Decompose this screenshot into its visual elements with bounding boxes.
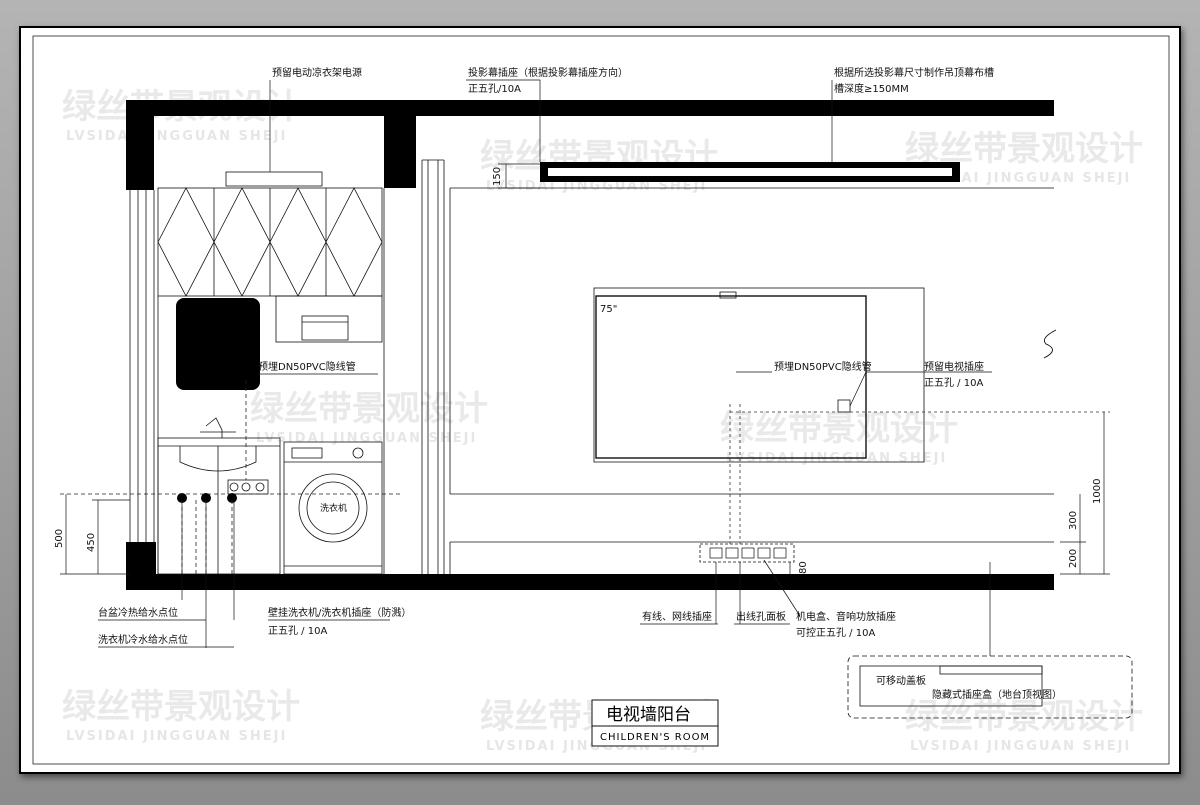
hidden-socket-box — [847, 655, 1133, 719]
av-socket-note: 机电盒、音响功放插座 — [796, 610, 896, 623]
dim-200: 200 — [1068, 549, 1079, 568]
watermark-sub: LVSIDAI JINGGUAN SHEJI — [66, 729, 287, 744]
dim-500: 500 — [54, 529, 65, 548]
tv-socket-spec: 正五孔 / 10A — [924, 377, 983, 389]
dim-1000: 1000 — [1092, 479, 1103, 504]
water-heater — [176, 298, 260, 390]
leader-lines — [98, 79, 992, 656]
water-points — [177, 493, 237, 503]
balcony-window — [129, 190, 155, 542]
inner-frame — [32, 35, 1170, 765]
curtain-slot-depth: 槽深度≥150MM — [834, 82, 909, 95]
watermark-text: 绿丝带景观设计 — [62, 687, 300, 727]
watermark-text: 绿丝带景观设计 — [250, 389, 488, 429]
washing-machine — [283, 441, 383, 575]
watermark-text: 绿丝带景观设计 — [720, 409, 958, 449]
beam — [384, 112, 416, 188]
watermarks: 绿丝带景观设计 LVSIDAI JINGGUAN SHEJI 绿丝带景观设计 L… — [62, 87, 1143, 754]
title-block: 电视墙阳台 CHILDREN'S ROOM — [591, 699, 719, 747]
basin-water-note: 台盆冷热给水点位 — [98, 606, 178, 619]
drawing-paper — [19, 26, 1181, 774]
tv-size-label: 75" — [600, 304, 617, 315]
outlet-panel-note: 出线孔面板 — [736, 610, 786, 623]
walls — [126, 100, 1054, 590]
tv-conduit — [729, 404, 1110, 544]
projector-socket-note: 投影幕插座（根据投影幕插座方向） — [468, 66, 628, 79]
washer-socket-spec: 正五孔 / 10A — [268, 625, 327, 637]
tv-socket-note: 预留电视插座 — [924, 360, 984, 373]
av-socket-spec: 可控正五孔 / 10A — [796, 626, 875, 639]
conduit-tv-note: 预埋DN50PVC隐线管 — [774, 360, 872, 373]
projector-socket-spec: 正五孔/10A — [468, 83, 521, 95]
watermark-sub: LVSIDAI JINGGUAN SHEJI — [66, 129, 287, 144]
dim-80: 80 — [798, 561, 809, 574]
conduit-left-note: 预埋DN50PVC隐线管 — [258, 360, 356, 373]
floor-slab — [126, 574, 1054, 590]
watermark-sub: LVSIDAI JINGGUAN SHEJI — [486, 179, 707, 194]
floor-sockets — [709, 547, 787, 559]
dim-450: 450 — [86, 533, 97, 552]
title-sub: CHILDREN'S ROOM — [600, 732, 710, 743]
washer-water-note: 洗衣机冷水给水点位 — [98, 633, 188, 646]
dimension-lines — [60, 163, 1110, 575]
movable-cover-note: 可移动盖板 — [876, 674, 926, 687]
hidden-box-note: 隐藏式插座盒（地台顶视图） — [932, 688, 1062, 701]
washer-socket-note: 壁挂洗衣机/洗衣机插座（防溅） — [268, 606, 411, 619]
ceiling-slab — [126, 100, 1054, 116]
tv-wall — [449, 187, 1054, 574]
watermark-sub: LVSIDAI JINGGUAN SHEJI — [910, 171, 1131, 186]
washer-label: 洗衣机 — [320, 502, 347, 514]
watermark-text: 绿丝带景观设计 — [905, 697, 1143, 737]
dim-150: 150 — [492, 167, 503, 186]
break-line-icon — [1043, 329, 1057, 359]
dim-300: 300 — [1068, 511, 1079, 530]
left-wall-upper — [126, 100, 154, 190]
dryer-power-note: 预留电动凉衣架电源 — [272, 66, 362, 79]
basin-cabinet — [157, 417, 281, 575]
network-socket-note: 有线、网线插座 — [642, 610, 712, 623]
watermark-sub: LVSIDAI JINGGUAN SHEJI — [910, 739, 1131, 754]
title-main: 电视墙阳台 — [606, 705, 691, 725]
curtain-slot-note: 根据所选投影幕尺寸制作吊顶幕布槽 — [834, 66, 994, 79]
column-strip — [421, 159, 445, 574]
